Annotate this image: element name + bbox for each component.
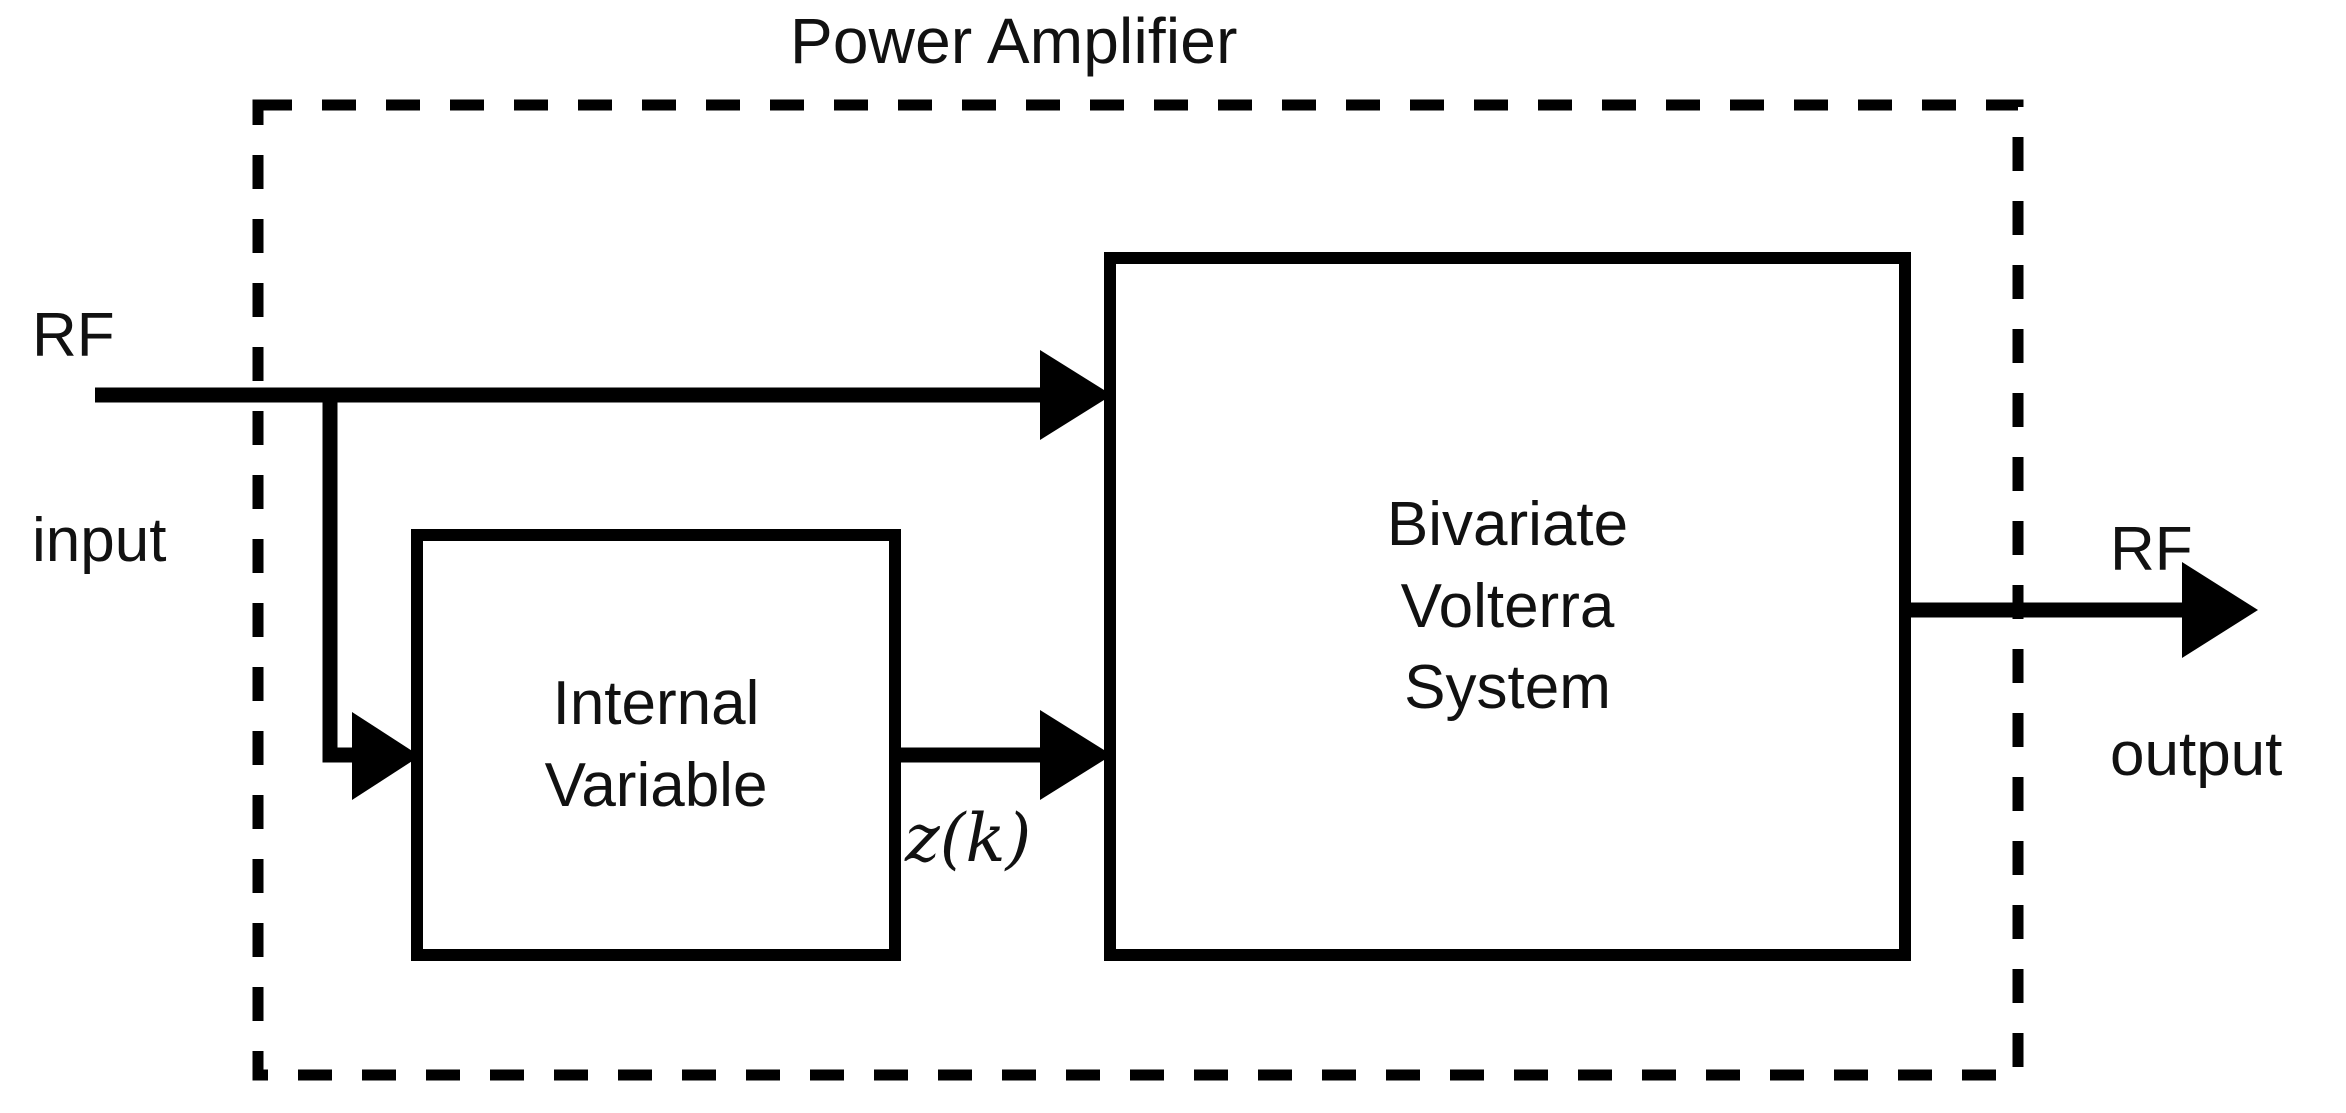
power-amplifier-enclosure [252, 99, 2024, 1081]
rf-input-label: RF input [32, 166, 166, 712]
rf-output-label-line1: RF [2110, 515, 2193, 585]
bivariate-volterra-system-block [1104, 252, 1911, 961]
rf-input-label-line2: input [32, 505, 167, 575]
power-amplifier-title: Power Amplifier [790, 5, 1238, 77]
bivariate-label-line3: System [1404, 653, 1611, 723]
rf-output-label-line2: output [2110, 719, 2283, 789]
rf-input-arrowhead-icon [1040, 350, 1112, 440]
rf-output-arrowhead-icon [2182, 562, 2258, 658]
internal-variable-label-line2: Variable [544, 751, 768, 820]
internal-variable-label-line1: Internal [552, 669, 760, 739]
internal-variable-input-arrowhead-icon [352, 712, 420, 800]
bivariate-volterra-system-block-label: Bivariate Volterra System [1110, 258, 1905, 955]
bivariate-label-line2: Volterra [1400, 571, 1615, 641]
internal-variable-block-label: Internal Variable [417, 535, 895, 955]
internal-variable-block [411, 529, 901, 961]
bivariate-label-line1: Bivariate [1386, 489, 1629, 559]
rf-input-branch-line [322, 395, 360, 763]
rf-output-label: RF output [2110, 380, 2282, 926]
bivariate-second-input-arrowhead-icon [1040, 710, 1112, 800]
rf-input-label-line1: RF [32, 301, 115, 371]
internal-signal-label: z(k) [905, 800, 1032, 877]
